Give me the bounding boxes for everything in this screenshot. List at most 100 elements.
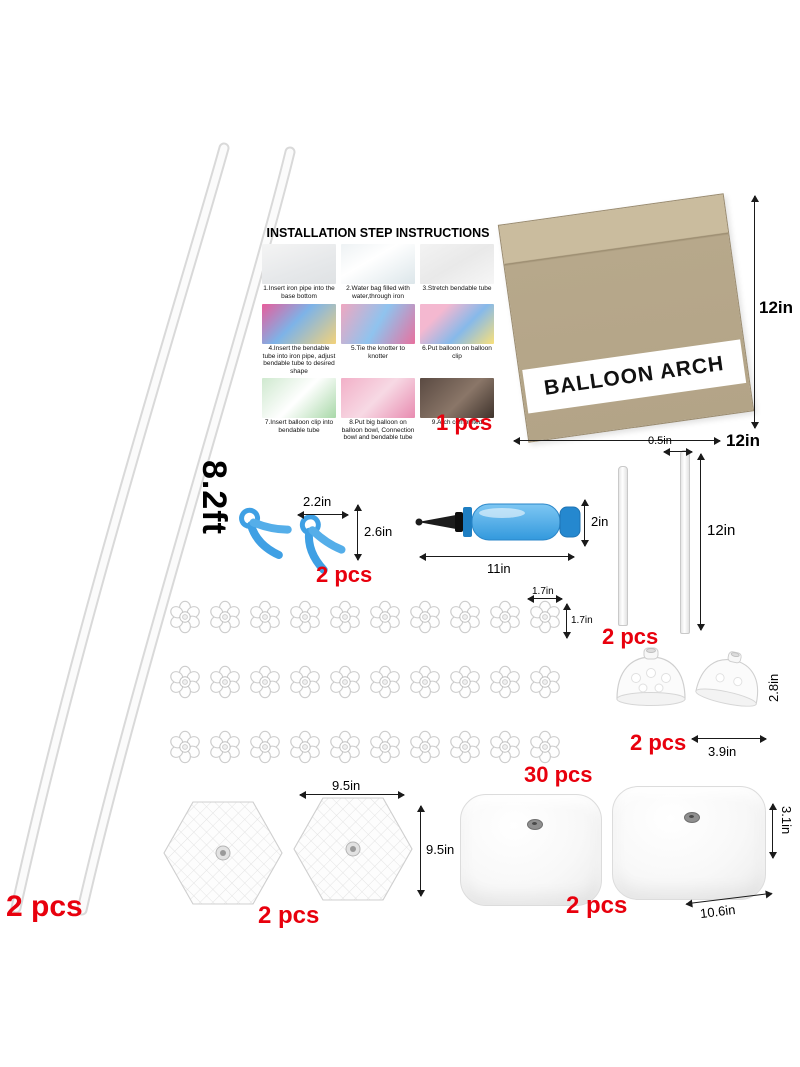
clip-width-arrow xyxy=(297,511,349,519)
hex-width-label: 9.5in xyxy=(332,778,361,793)
box-height-arrow xyxy=(751,195,759,429)
connection-bowl xyxy=(695,651,759,707)
instruction-step: 9.Arch completed xyxy=(420,378,494,442)
iron-pipe xyxy=(680,450,690,634)
bendable-tubes-illustration xyxy=(10,142,296,916)
box-width-arrow xyxy=(513,437,721,445)
step-caption: 7.Insert balloon clip into bendable tube xyxy=(264,419,334,434)
step-image-6 xyxy=(420,304,494,344)
bag-hole xyxy=(526,819,543,831)
pump-height-label: 2in xyxy=(591,514,609,529)
flower-clip xyxy=(410,600,440,634)
flower-clip xyxy=(290,600,320,634)
step-caption: 5.Tie the knotter to knotter xyxy=(351,345,405,360)
flower-clip xyxy=(210,730,240,764)
clip-height-arrow xyxy=(354,504,362,561)
flower-clip xyxy=(490,600,520,634)
flower-height-arrow xyxy=(563,603,571,639)
flower-clip xyxy=(330,665,360,699)
flower-clip xyxy=(490,730,520,764)
pipe-length-arrow xyxy=(697,453,705,631)
hex-qty-label: 2 pcs xyxy=(258,902,320,929)
instruction-step: 6.Put balloon on balloon clip xyxy=(420,304,494,375)
instruction-step: 4.Insert the bendable tube into iron pip… xyxy=(262,304,336,375)
flower-clip xyxy=(250,665,280,699)
flower-clip xyxy=(210,600,240,634)
clip-width-label: 2.2in xyxy=(303,494,332,509)
instruction-step: 8.Put big balloon on balloon bowl, Conne… xyxy=(341,378,415,442)
box-width-label: 12in xyxy=(726,431,761,450)
flower-clip xyxy=(170,600,200,634)
flower-clip xyxy=(530,600,560,634)
flower-clip-grid xyxy=(168,600,568,795)
step-caption: 3.Stretch bendable tube xyxy=(422,285,492,292)
step-image-7 xyxy=(262,378,336,418)
instructions-title: INSTALLATION STEP INSTRUCTIONS xyxy=(266,226,490,240)
instructions-grid: 1.Insert iron pipe into the base bottom … xyxy=(262,244,494,442)
balloon-tie-clip xyxy=(239,507,292,560)
step-caption: 8.Put big balloon on balloon bowl, Conne… xyxy=(341,419,415,441)
balloon-pump xyxy=(415,503,581,541)
pump-length-label: 11in xyxy=(487,561,511,576)
step-caption: 9.Arch completed xyxy=(431,419,483,426)
hex-height-label: 9.5in xyxy=(426,842,455,857)
instruction-step: 5.Tie the knotter to knotter xyxy=(341,304,415,375)
step-caption: 4.Insert the bendable tube into iron pip… xyxy=(262,345,336,375)
flower-clip xyxy=(170,665,200,699)
tube-length-label: 8.2ft xyxy=(195,460,233,535)
pipe-diameter-label: 0.5in xyxy=(648,435,672,447)
bags-qty-label: 2 pcs xyxy=(566,892,628,919)
step-image-4 xyxy=(262,304,336,344)
water-bag-base xyxy=(612,786,766,900)
carton-box: BALLOON ARCH xyxy=(497,193,755,443)
bowl-height-label: 2.8in xyxy=(766,673,781,702)
instruction-step: 7.Insert balloon clip into bendable tube xyxy=(262,378,336,442)
step-image-8 xyxy=(341,378,415,418)
instruction-step: 3.Stretch bendable tube xyxy=(420,244,494,301)
flower-clip xyxy=(450,600,480,634)
pipes-qty-label: 2 pcs xyxy=(602,624,659,649)
step-image-5 xyxy=(341,304,415,344)
flower-height-label: 1.7in xyxy=(571,615,593,626)
bowls-qty-label: 2 pcs xyxy=(630,730,687,755)
flower-clip xyxy=(330,600,360,634)
bag-width-label: 10.6in xyxy=(699,901,737,922)
water-bag-base xyxy=(460,794,602,906)
flower-clip xyxy=(450,665,480,699)
instruction-step: 2.Water bag filled with water,through ir… xyxy=(341,244,415,301)
flower-clip xyxy=(530,730,560,764)
flower-clip xyxy=(450,730,480,764)
flower-clip xyxy=(370,600,400,634)
box-qty-label: 1 pcs xyxy=(436,410,493,435)
hex-width-arrow xyxy=(299,791,405,799)
step-caption: 6.Put balloon on balloon clip xyxy=(422,345,492,360)
connection-bowl xyxy=(616,647,686,706)
flower-clip xyxy=(410,665,440,699)
pipe-length-label: 12in xyxy=(707,522,736,539)
hex-height-arrow xyxy=(417,805,425,897)
bag-hole xyxy=(684,811,701,823)
step-caption: 2.Water bag filled with water,through ir… xyxy=(346,285,410,300)
installation-instructions-panel: INSTALLATION STEP INSTRUCTIONS 1.Insert … xyxy=(262,226,494,442)
flower-clip xyxy=(250,730,280,764)
tubes-qty-label: 2 pcs xyxy=(6,890,83,923)
flower-clip xyxy=(490,665,520,699)
flower-clip xyxy=(290,665,320,699)
clips-qty-label: 2 pcs xyxy=(316,562,373,587)
pipe-diameter-arrow xyxy=(663,448,693,456)
flower-clip xyxy=(370,665,400,699)
iron-pipe xyxy=(618,466,628,626)
bag-height-arrow xyxy=(769,803,777,859)
step-image-9 xyxy=(420,378,494,418)
flower-width-arrow xyxy=(527,595,563,603)
step-caption: 1.Insert iron pipe into the base bottom xyxy=(263,285,335,300)
bag-height-label: 3.1in xyxy=(779,806,794,835)
bowl-width-arrow xyxy=(691,735,767,743)
box-height-label: 12in xyxy=(759,298,794,317)
pump-height-arrow xyxy=(581,499,589,547)
clip-height-label: 2.6in xyxy=(364,524,393,539)
flower-clip xyxy=(370,730,400,764)
flower-clip xyxy=(170,730,200,764)
flower-clip xyxy=(250,600,280,634)
